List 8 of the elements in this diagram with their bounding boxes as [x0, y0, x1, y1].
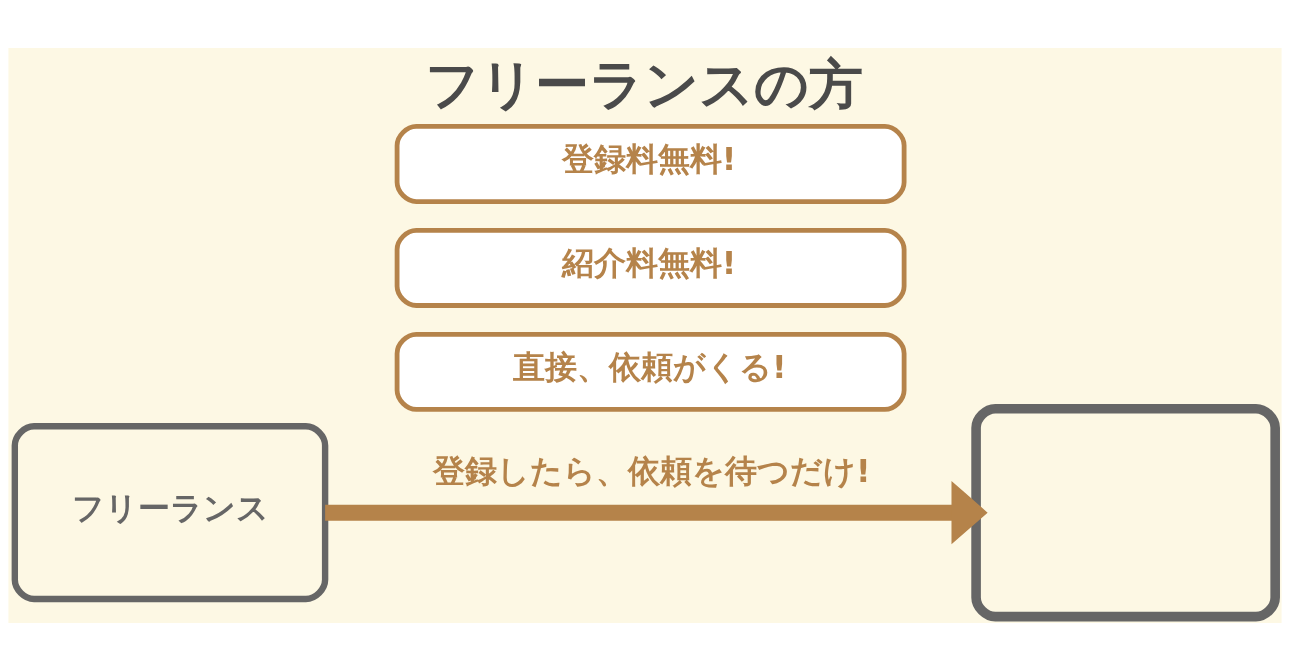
node-box: 直接、依頼がくる! [394, 331, 907, 412]
arrow [325, 481, 988, 545]
node-box [971, 403, 1280, 622]
node-box: 登録料無料! [394, 123, 907, 204]
edge-label: 登録したら、依頼を待つだけ! [433, 452, 871, 491]
diagram-title: フリーランスの方 [425, 52, 864, 116]
node-box: 紹介料無料! [394, 227, 907, 308]
node-box: フリーランス [11, 423, 329, 603]
